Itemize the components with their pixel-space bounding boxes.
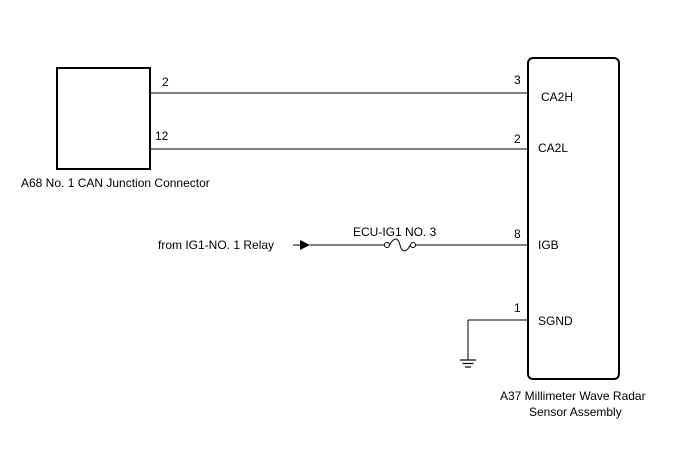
a37-pin-ca2l-number: 2 — [514, 132, 521, 146]
fuse-icon — [384, 238, 416, 252]
a37-sensor-label-line1: A37 Millimeter Wave Radar — [500, 389, 646, 403]
fuse-label: ECU-IG1 NO. 3 — [353, 225, 437, 239]
a68-connector-label: A68 No. 1 CAN Junction Connector — [21, 176, 210, 190]
a68-pin-can-high: 2 — [162, 75, 169, 89]
a37-terminal-igb: IGB — [538, 238, 559, 252]
a37-pin-ca2h-number: 3 — [514, 73, 521, 87]
a37-pin-sgnd-number: 1 — [514, 301, 521, 315]
a37-terminal-ca2h: CA2H — [541, 90, 573, 104]
a37-radar-sensor-box — [527, 57, 620, 380]
a37-terminal-ca2l: CA2L — [538, 141, 568, 155]
a37-terminal-sgnd: SGND — [538, 314, 573, 328]
a68-pin-can-low: 12 — [155, 129, 169, 143]
a37-sensor-label-line2: Sensor Assembly — [529, 405, 622, 419]
power-source-label: from IG1-NO. 1 Relay — [158, 238, 274, 252]
ground-icon — [460, 359, 476, 368]
a37-pin-igb-number: 8 — [514, 227, 521, 241]
arrow-right-icon — [300, 240, 310, 250]
a68-connector-box — [56, 67, 151, 170]
